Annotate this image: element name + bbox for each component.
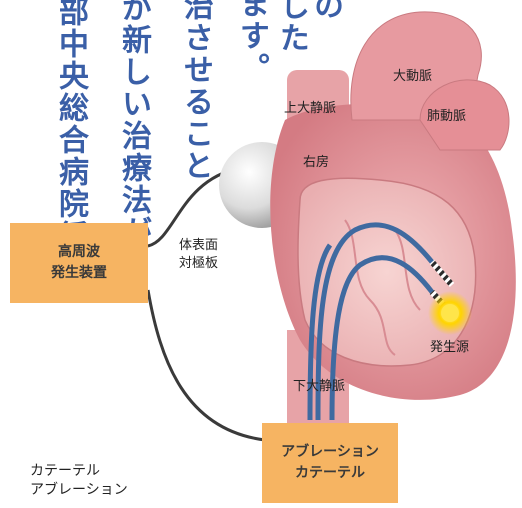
right-atrium-cavity [298, 178, 476, 366]
generator-line2: 発生装置 [51, 263, 107, 284]
catheter-line1: アブレーション [281, 442, 379, 463]
label-source: 発生源 [430, 339, 469, 357]
label-inferior-vena-cava: 下大静脈 [293, 378, 345, 396]
text-column-5: した [276, 0, 306, 54]
catheter-line2: カテーテル [295, 463, 365, 484]
label-aorta: 大動脈 [393, 68, 432, 86]
plate-label-line2: 対極板 [179, 255, 218, 273]
rf-generator-box: 高周波 発生装置 [10, 223, 148, 303]
caption-line2: アブレーション [30, 481, 128, 500]
label-right-atrium: 右房 [303, 154, 329, 172]
ablation-catheter-box: アブレーション カテーテル [262, 423, 398, 503]
caption-line1: カテーテル [30, 462, 128, 481]
label-superior-vena-cava: 上大静脈 [284, 100, 336, 118]
generator-to-catheter-wire [148, 290, 265, 440]
source-dot [441, 304, 459, 322]
plate-label-line1: 体表面 [179, 237, 218, 255]
text-column-1: 部中央総合病院循 [55, 0, 85, 252]
label-body-surface-plate: 体表面 対極板 [179, 237, 218, 272]
text-column-4: ます。 [236, 0, 266, 84]
label-pulmonary-artery: 肺動脈 [427, 108, 466, 126]
generator-line1: 高周波 [58, 242, 100, 263]
text-column-3: 治させること [180, 0, 210, 182]
text-column-2: が新しい治療法が [118, 0, 148, 248]
text-column-6: の [310, 0, 340, 22]
caption: カテーテル アブレーション [30, 462, 128, 500]
